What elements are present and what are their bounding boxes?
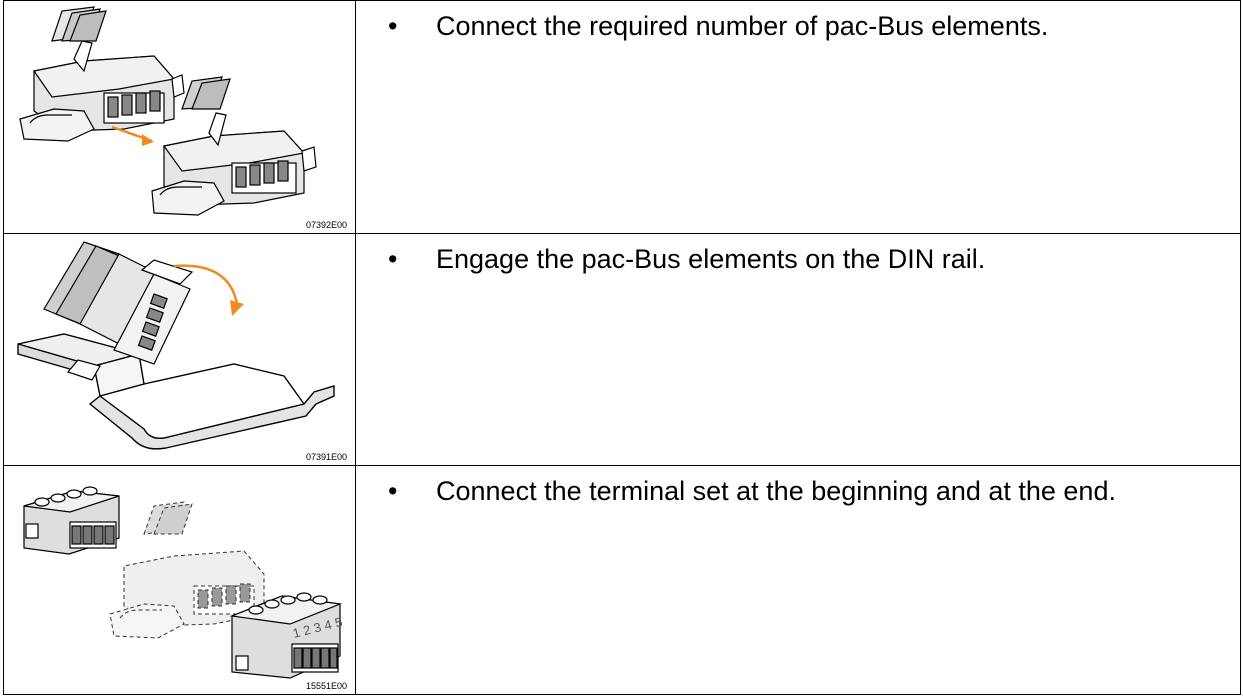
step-2-text-cell: • Engage the pac-Bus elements on the DIN … [356, 234, 1240, 465]
din-rail-engage-illustration [17, 241, 335, 450]
terminal-block-right [229, 592, 343, 679]
figure-code: 07391E00 [305, 452, 347, 462]
pac-bus-module [43, 241, 194, 381]
din-rail [17, 333, 335, 450]
bullet: • [388, 244, 398, 274]
pac-bus-element-2 [151, 76, 317, 216]
step-row-2: 07391E00 • Engage the pac-Bus elements on… [4, 234, 1240, 466]
figure-code: 15551E00 [305, 681, 347, 691]
step-2-figure: 07391E00 [4, 234, 356, 465]
orange-arrow-icon [111, 125, 154, 146]
rotate-arrow-icon [173, 264, 244, 316]
pac-bus-element-1 [19, 6, 185, 142]
step-3-text-cell: • Connect the terminal set at the beginni… [356, 466, 1240, 694]
pac-bus-element-dashed [109, 501, 265, 639]
bullet: • [388, 11, 398, 41]
bullet: • [388, 476, 398, 506]
step-3-instruction: Connect the terminal set at the beginnin… [436, 476, 1116, 506]
step-1-instruction: Connect the required number of pac-Bus e… [436, 11, 1049, 41]
terminal-set-illustration: 1 2 3 4 5 [23, 486, 344, 679]
instruction-table: 07392E00 • Connect the required number of… [3, 0, 1241, 695]
figure-code: 07392E00 [305, 220, 347, 230]
step-3-figure: 1 2 3 4 5 15551E00 [4, 466, 356, 694]
step-1-text-cell: • Connect the required number of pac-Bus … [356, 1, 1240, 233]
pac-bus-connect-illustration [19, 6, 317, 216]
step-row-3: 1 2 3 4 5 15551E00 • Connect the terminal… [4, 466, 1240, 694]
step-row-1: 07392E00 • Connect the required number of… [4, 1, 1240, 234]
step-2-instruction: Engage the pac-Bus elements on the DIN r… [436, 244, 986, 274]
step-1-figure: 07392E00 [4, 1, 356, 233]
terminal-block-left [23, 486, 120, 555]
